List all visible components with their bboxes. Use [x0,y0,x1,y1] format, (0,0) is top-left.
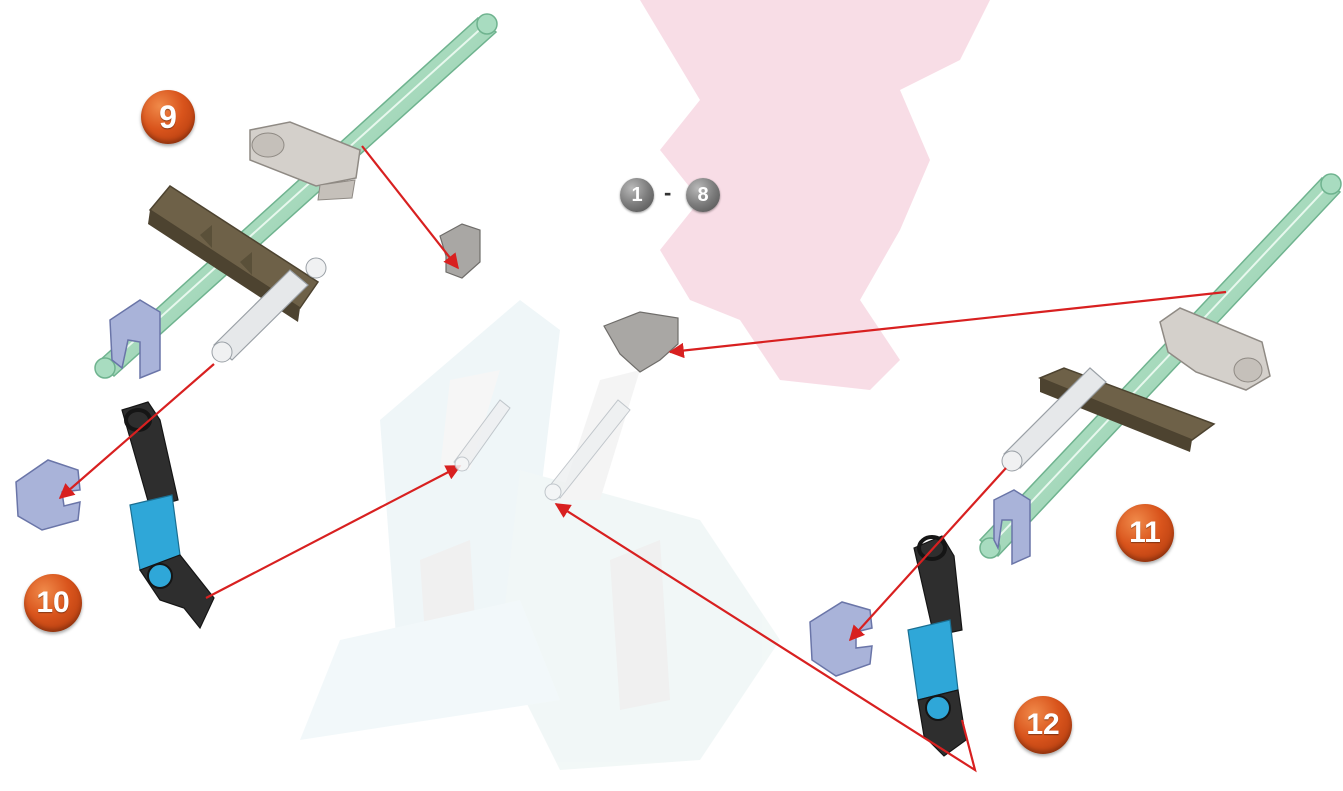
loose-clip-step-12 [810,602,872,676]
step-11-number: 11 [1129,516,1161,549]
range-separator: - [664,180,671,206]
step-12-number: 12 [1026,708,1059,741]
step-11-assembly [980,174,1341,564]
loose-clip-step-10 [16,460,80,530]
step-10-number: 10 [36,586,69,619]
range-end-badge: 8 [686,178,720,212]
step-11-badge: 11 [1116,504,1174,562]
range-start-number: 1 [631,184,642,206]
grey-connector-middle [604,312,678,372]
range-start-badge: 1 [620,178,654,212]
step-10-badge: 10 [24,574,82,632]
range-end-number: 8 [697,184,708,206]
step-9-badge: 9 [141,90,195,144]
arrow-pin-to-clip-10 [60,364,214,498]
ghost-assembled-model [300,300,780,770]
lever-part-step-10 [122,402,214,628]
arrow-9-to-connector [362,146,458,268]
step-9-assembly [95,14,497,378]
lever-part-step-12 [908,536,966,756]
step-9-number: 9 [159,99,177,135]
step-12-badge: 12 [1014,696,1072,754]
